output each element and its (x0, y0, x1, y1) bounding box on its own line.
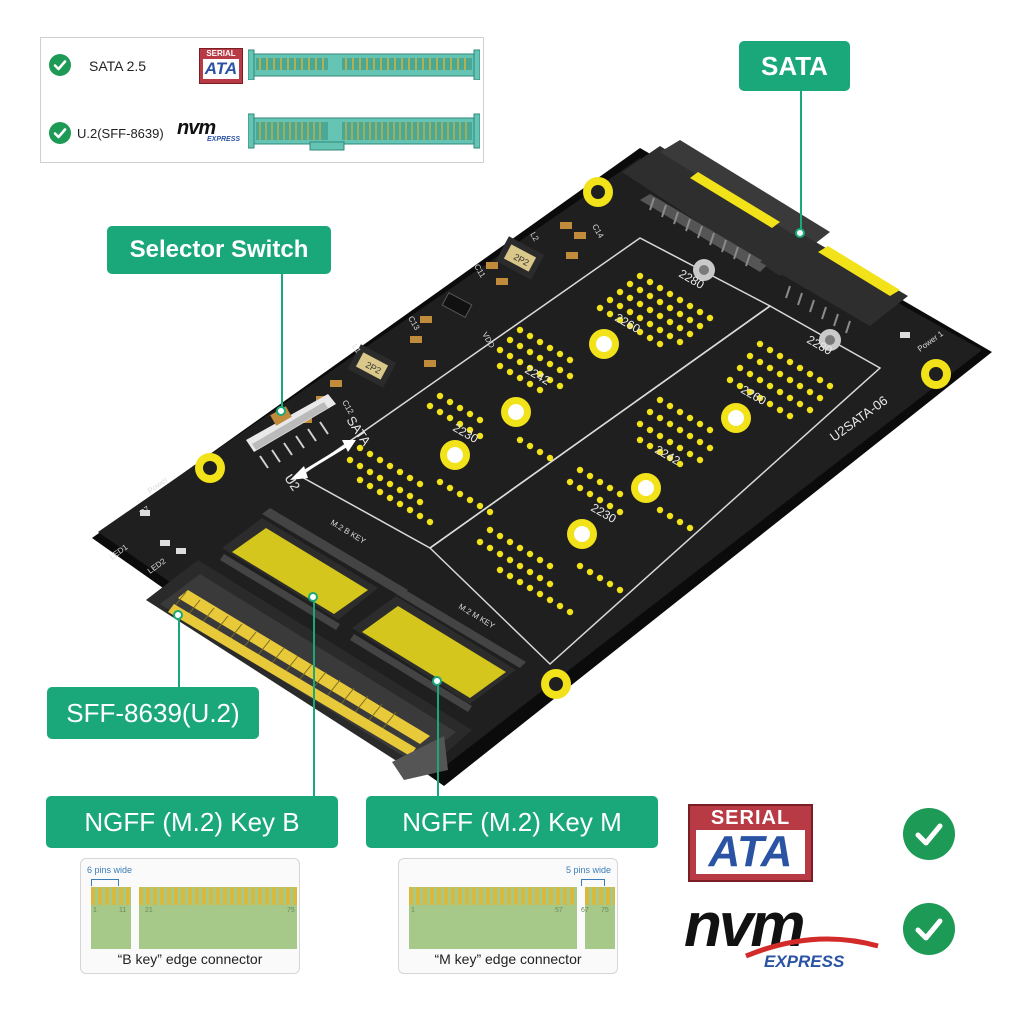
m-key-caption: “M key” edge connector (434, 951, 582, 967)
nvme-supported-check-icon (903, 903, 955, 955)
pad-cluster-2260-b (636, 396, 714, 468)
selector-callout-dot (276, 406, 286, 416)
pad-cluster-2280-a (596, 272, 714, 348)
sata-callout-dot (795, 228, 805, 238)
sata-connector-top (622, 140, 908, 334)
pad-cluster-2280-b (726, 340, 834, 420)
b-key-pins-note: 6 pins wide (87, 865, 133, 875)
m-key-edge-card: 5 pins wide 1 57 67 75 “M key” edge conn… (398, 858, 618, 974)
switch-direction-arrow (290, 440, 356, 480)
m2-key-m-slot (350, 588, 526, 712)
pad-cluster-2260-a (496, 326, 574, 394)
key-b-callout-line (313, 600, 315, 796)
pad-cluster-2242-a (426, 392, 554, 462)
sata-callout-line (800, 91, 802, 231)
sff8639-callout-line (178, 618, 180, 688)
mounting-holes (195, 177, 951, 699)
selector-switch-callout: Selector Switch (107, 226, 331, 274)
b-key-pins-bracket (91, 879, 119, 886)
b-key-edge-graphic (91, 887, 297, 949)
sff8639-callout-dot (173, 610, 183, 620)
sata-callout: SATA (739, 41, 850, 91)
m2-key-b-slot (220, 508, 408, 630)
pad-cluster-2242-b (566, 466, 694, 532)
sata-connector-pinout (247, 48, 481, 81)
sata-supported-check-icon (903, 808, 955, 860)
selector-switch (246, 394, 336, 469)
sata-check-icon (49, 54, 71, 76)
b-key-caption: “B key” edge connector (117, 951, 263, 967)
pad-cluster-2230-b (476, 526, 624, 616)
m-key-edge-graphic (409, 887, 615, 949)
compatibility-panel: SATA 2.5 SERIAL ATA U.2(SFF-8639) nvm EX… (40, 37, 484, 163)
sff8639-callout: SFF-8639(U.2) (47, 687, 259, 739)
u2-compat-label: U.2(SFF-8639) (77, 126, 164, 141)
metal-standoffs (693, 259, 841, 351)
m-key-pins-bracket (581, 879, 605, 886)
u2-connector-pinout (247, 112, 481, 152)
b-key-edge-card: 6 pins wide 1 11 21 75 “B key” edge conn… (80, 858, 300, 974)
serial-ata-logo: SERIAL ATA (688, 804, 813, 882)
key-m-callout: NGFF (M.2) Key M (366, 796, 658, 848)
m-key-pins-note: 5 pins wide (565, 865, 611, 875)
selector-callout-line (281, 274, 283, 410)
u2-check-icon (49, 122, 71, 144)
sff8639-connector (146, 560, 472, 780)
key-m-callout-line (437, 684, 439, 796)
sata-small-logo: SERIAL ATA (199, 48, 243, 84)
key-b-callout-dot (308, 592, 318, 602)
key-m-callout-dot (432, 676, 442, 686)
standoff-holes (440, 329, 751, 549)
pad-cluster-2230-a (346, 444, 494, 526)
sata-compat-label: SATA 2.5 (89, 58, 147, 74)
key-b-callout: NGFF (M.2) Key B (46, 796, 338, 848)
smd-components: 2P2 2P2 (140, 222, 910, 554)
nvm-express-logo: nvm EXPRESS (684, 894, 880, 980)
nvme-small-logo: nvm EXPRESS (177, 117, 241, 143)
